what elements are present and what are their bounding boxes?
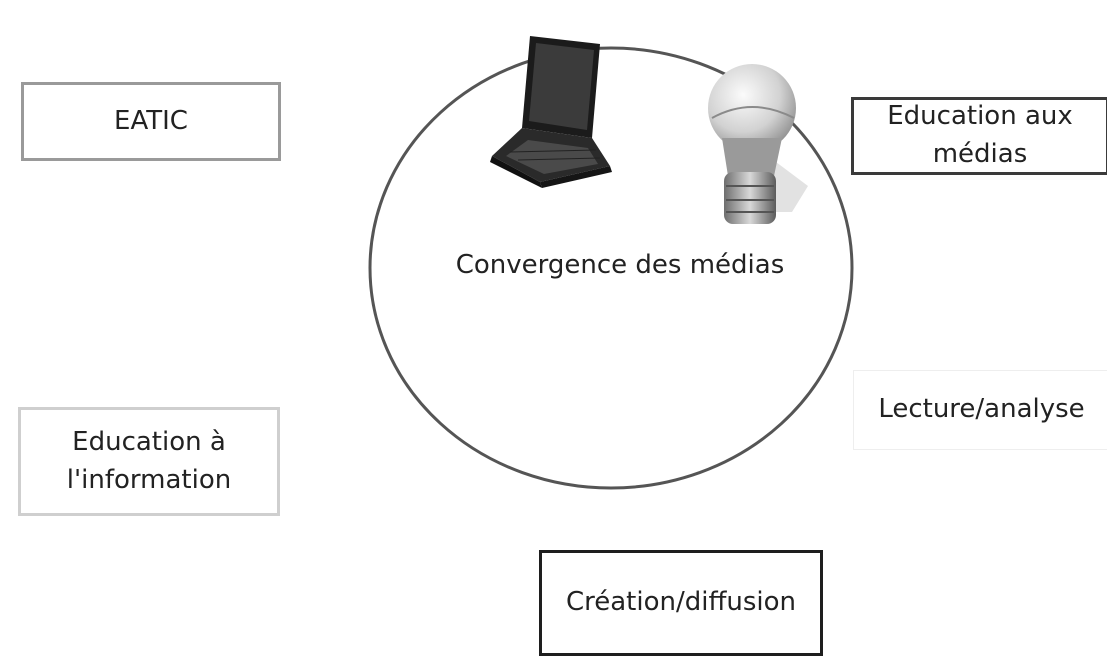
box-creation-diffusion: Création/diffusion — [539, 550, 823, 656]
box-lecture-analyse: Lecture/analyse — [853, 370, 1107, 450]
box-education-information: Education à l'information — [18, 407, 280, 516]
box-eatic-label: EATIC — [114, 105, 188, 136]
box-creation-diffusion-label: Création/diffusion — [565, 587, 797, 618]
laptop-icon — [490, 36, 612, 188]
box-education-medias-label: Education aux médias — [887, 101, 1073, 169]
center-label: Convergence des médias — [455, 250, 785, 280]
box-eatic: EATIC — [21, 82, 281, 161]
box-lecture-analyse-label: Lecture/analyse — [878, 394, 1085, 425]
box-education-medias: Education aux médias — [851, 97, 1107, 175]
lightbulb-icon — [708, 64, 808, 224]
box-education-information-label: Education à l'information — [66, 426, 232, 495]
